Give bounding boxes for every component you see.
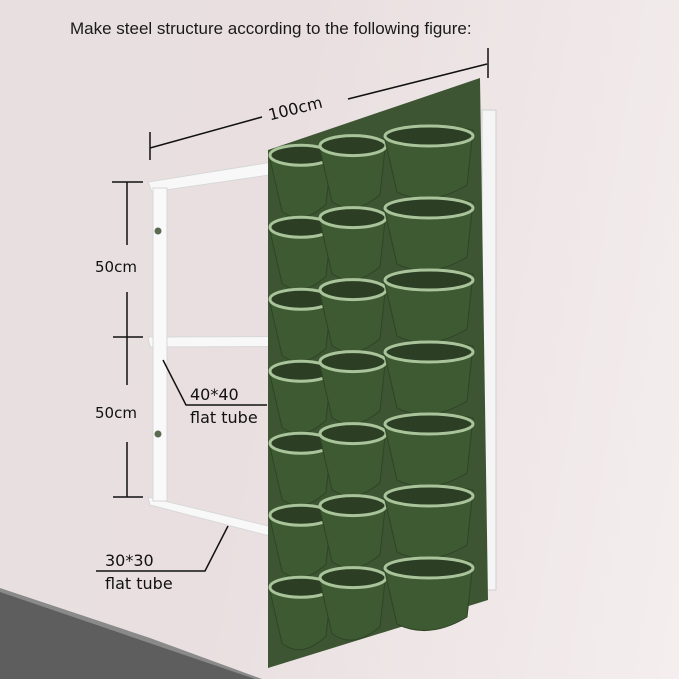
vertical-planter	[268, 78, 488, 668]
middle-tube-size: 40*40	[190, 385, 239, 404]
instruction-title: Make steel structure according to the fo…	[70, 19, 472, 38]
upper-height-label: 50cm	[95, 258, 137, 276]
bottom-tube-size: 30*30	[105, 551, 154, 570]
dimension-lines	[96, 48, 489, 572]
bottom-tube-type: flat tube	[105, 574, 173, 593]
middle-tube-type: flat tube	[190, 408, 258, 427]
lower-height-label: 50cm	[95, 404, 137, 422]
